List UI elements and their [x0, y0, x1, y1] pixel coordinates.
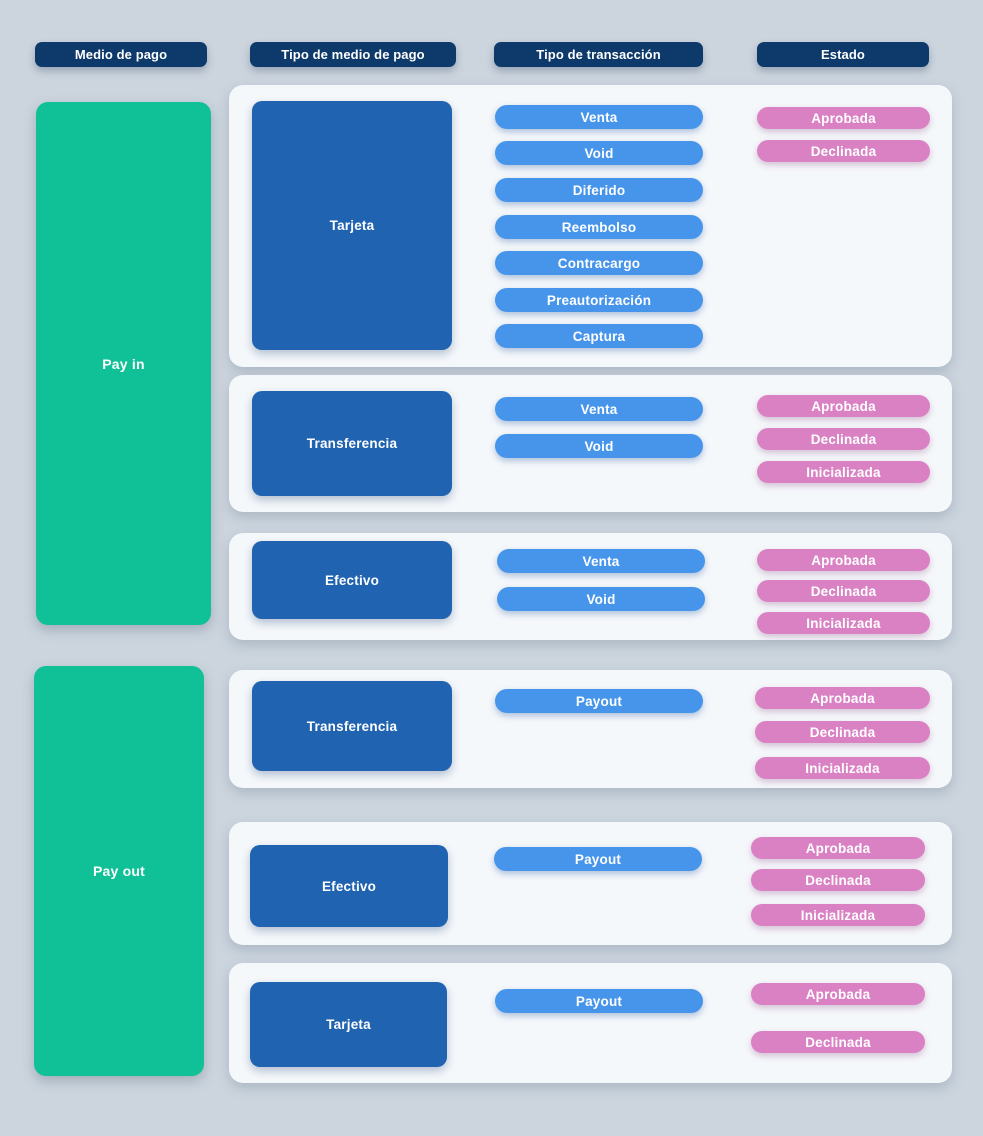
- header-estado: Estado: [757, 42, 929, 67]
- state-pill: Declinada: [757, 580, 930, 602]
- transaction-pill: Contracargo: [495, 251, 703, 275]
- method-box: Transferencia: [252, 681, 452, 771]
- state-pill: Aprobada: [751, 983, 925, 1005]
- state-pill: Declinada: [757, 428, 930, 450]
- method-box: Tarjeta: [250, 982, 447, 1067]
- transaction-pill: Void: [495, 434, 703, 458]
- method-box: Transferencia: [252, 391, 452, 496]
- flow-pay-in: Pay in: [36, 102, 211, 625]
- transaction-pill: Reembolso: [495, 215, 703, 239]
- state-pill: Inicializada: [751, 904, 925, 926]
- transaction-pill: Payout: [495, 989, 703, 1013]
- transaction-pill: Venta: [495, 105, 703, 129]
- state-pill: Declinada: [751, 1031, 925, 1053]
- transaction-pill: Preautorización: [495, 288, 703, 312]
- state-pill: Aprobada: [757, 395, 930, 417]
- transaction-pill: Payout: [495, 689, 703, 713]
- state-pill: Declinada: [757, 140, 930, 162]
- state-pill: Inicializada: [757, 612, 930, 634]
- transaction-pill: Void: [495, 141, 703, 165]
- state-pill: Aprobada: [751, 837, 925, 859]
- state-pill: Aprobada: [755, 687, 930, 709]
- transaction-pill: Payout: [494, 847, 702, 871]
- header-tipo-de-medio-de-pago: Tipo de medio de pago: [250, 42, 456, 67]
- method-box: Efectivo: [252, 541, 452, 619]
- transaction-pill: Venta: [497, 549, 705, 573]
- state-pill: Aprobada: [757, 107, 930, 129]
- transaction-pill: Void: [497, 587, 705, 611]
- header-medio-de-pago: Medio de pago: [35, 42, 207, 67]
- state-pill: Declinada: [751, 869, 925, 891]
- state-pill: Inicializada: [755, 757, 930, 779]
- method-box: Tarjeta: [252, 101, 452, 350]
- state-pill: Declinada: [755, 721, 930, 743]
- header-tipo-de-transaccion: Tipo de transacción: [494, 42, 703, 67]
- transaction-pill: Venta: [495, 397, 703, 421]
- state-pill: Inicializada: [757, 461, 930, 483]
- state-pill: Aprobada: [757, 549, 930, 571]
- transaction-pill: Diferido: [495, 178, 703, 202]
- transaction-pill: Captura: [495, 324, 703, 348]
- flow-pay-out: Pay out: [34, 666, 204, 1076]
- method-box: Efectivo: [250, 845, 448, 927]
